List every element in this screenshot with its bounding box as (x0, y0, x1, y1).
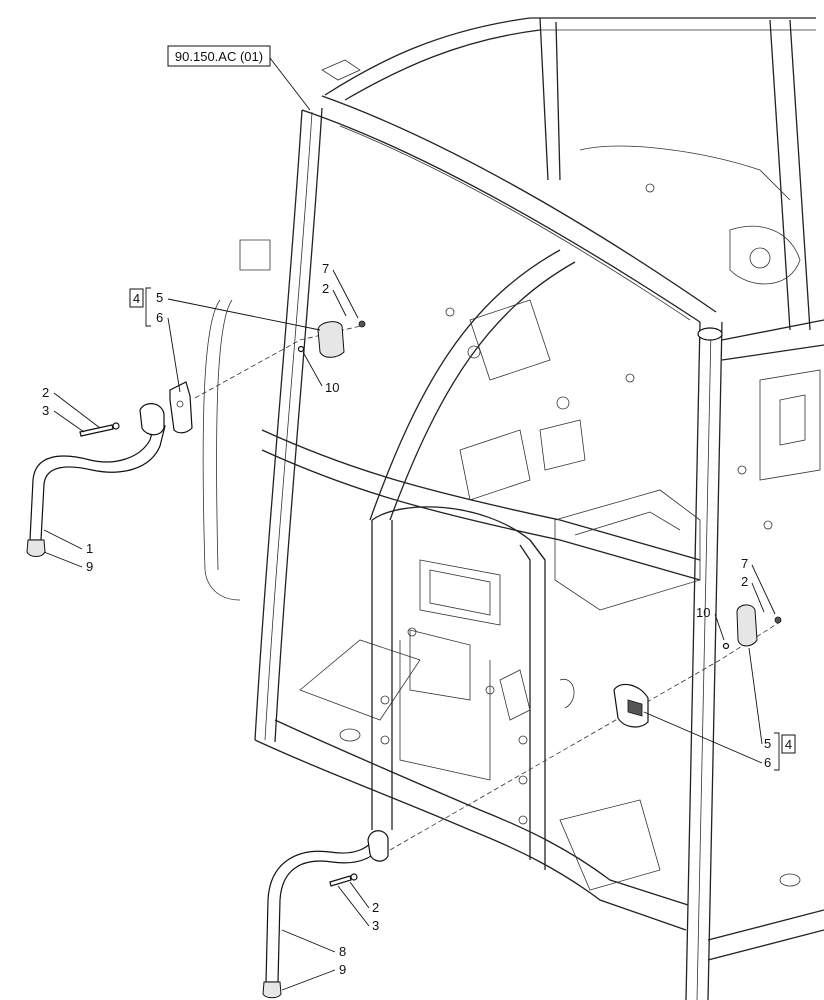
callout-left-kit: 4 (133, 291, 140, 306)
callout-right-bolt-b: 3 (372, 918, 379, 933)
callout-right-washer-top: 7 (741, 556, 748, 571)
reference-label: 90.150.AC (01) (175, 49, 263, 64)
bracket-lower-left (169, 381, 193, 434)
callout-left-handle: 1 (86, 541, 93, 556)
grab-handle-left (29, 421, 166, 541)
pin-left (297, 345, 305, 353)
callout-left-pin: 10 (325, 380, 339, 395)
callout-right-washer-bottom: 2 (741, 574, 748, 589)
callout-right-pin: 10 (696, 605, 710, 620)
callout-left-bolt-b: 3 (42, 403, 49, 418)
left-handle-assembly (26, 320, 366, 557)
callout-right-kit: 4 (785, 737, 792, 752)
callout-left-washer-top: 7 (322, 261, 329, 276)
bolt-right (329, 875, 352, 887)
callout-right-bolt-a: 2 (372, 900, 379, 915)
bolt-left (79, 424, 114, 437)
washer-right (774, 616, 782, 624)
washer-left (358, 320, 366, 328)
callout-right-bracket-bottom: 6 (764, 755, 771, 770)
end-cap-left (26, 539, 46, 557)
handle-mount-plate-left (139, 403, 165, 436)
handle-mount-plate-right (367, 830, 389, 862)
bracket-upper-left (317, 321, 345, 358)
callout-left-cap: 9 (86, 559, 93, 574)
reference-callout: 90.150.AC (01) (167, 45, 311, 111)
right-callouts: 7 2 10 4 5 6 2 3 8 9 (281, 556, 796, 991)
end-cap-right (262, 981, 282, 999)
callout-right-bracket-top: 5 (764, 736, 771, 751)
callout-right-cap: 9 (339, 962, 346, 977)
callout-left-bracket-bottom: 6 (156, 310, 163, 325)
grab-handle-right (265, 835, 385, 983)
callout-left-bolt-a: 2 (42, 385, 49, 400)
cab-frame-drawing (202, 17, 824, 1000)
callout-left-washer-bottom: 2 (322, 281, 329, 296)
callout-right-handle: 8 (339, 944, 346, 959)
left-callouts: 4 5 6 7 2 10 2 3 1 9 (42, 261, 359, 574)
bracket-upper-right (736, 604, 758, 647)
right-handle-assembly (262, 604, 782, 999)
callout-left-bracket-top: 5 (156, 290, 163, 305)
pin-right (722, 642, 730, 650)
assembly-axis-lines (194, 324, 781, 851)
